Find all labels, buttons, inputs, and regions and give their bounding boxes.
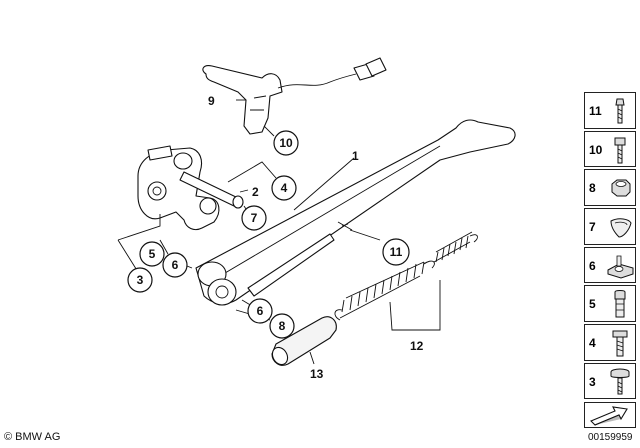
- legend-item-3[interactable]: 3: [584, 362, 636, 400]
- svg-text:10: 10: [279, 136, 293, 150]
- legend-item-4[interactable]: 4: [584, 324, 636, 361]
- screw-icon: [615, 98, 625, 124]
- callout-8[interactable]: 8: [269, 313, 295, 339]
- svg-text:11: 11: [390, 245, 403, 259]
- side-stand: [195, 119, 516, 306]
- parts-diagram: 9 10 1 2 4 7 5 6 3 11 6 8 12: [117, 57, 516, 381]
- side-stand-switch: [202, 57, 387, 135]
- arrow-icon: [590, 405, 628, 426]
- sleeve: [271, 316, 337, 366]
- legend-item-10[interactable]: 10: [584, 130, 636, 168]
- legend-item-11[interactable]: 11: [584, 92, 636, 129]
- fillister-screw-icon: [610, 368, 630, 395]
- callout-10[interactable]: 10: [273, 130, 299, 156]
- legend-number: 6: [589, 258, 596, 273]
- nut-icon: [611, 179, 631, 197]
- callout-6-lower[interactable]: 6: [247, 298, 273, 324]
- svg-text:3: 3: [137, 273, 144, 287]
- svg-text:13: 13: [310, 367, 324, 381]
- copyright-text: © BMW AG: [4, 431, 61, 443]
- callout-4[interactable]: 4: [271, 175, 297, 201]
- legend-item-8[interactable]: 8: [584, 169, 636, 206]
- document-number: 00159959: [588, 432, 633, 443]
- callout-9[interactable]: 9: [208, 94, 215, 108]
- legend-number: 7: [589, 220, 596, 235]
- cotter-pin-icon: [610, 218, 632, 238]
- return-springs: [334, 231, 478, 321]
- bolt-icon: [614, 137, 626, 164]
- legend-arrow-box[interactable]: [584, 401, 636, 428]
- callout-13[interactable]: 13: [310, 367, 324, 381]
- callout-1[interactable]: 1: [352, 149, 359, 163]
- callout-6-upper[interactable]: 6: [162, 252, 188, 278]
- legend-number: 5: [589, 297, 596, 312]
- svg-text:2: 2: [252, 185, 259, 199]
- callout-11[interactable]: 11: [382, 238, 410, 266]
- fastener-legend: 11 10 8 7 6: [584, 92, 636, 430]
- stud-bolt-icon: [614, 290, 626, 318]
- svg-text:7: 7: [251, 211, 258, 225]
- callout-12[interactable]: 12: [410, 339, 424, 353]
- pivot-bracket: [137, 145, 244, 231]
- svg-text:6: 6: [172, 258, 179, 272]
- legend-number: 3: [589, 374, 596, 389]
- callout-2[interactable]: 2: [252, 185, 259, 199]
- svg-text:12: 12: [410, 339, 424, 353]
- hex-bolt-icon: [612, 330, 628, 357]
- svg-text:1: 1: [352, 149, 359, 163]
- legend-item-7[interactable]: 7: [584, 208, 636, 245]
- svg-text:5: 5: [149, 247, 156, 261]
- callout-7[interactable]: 7: [241, 205, 267, 231]
- callout-5[interactable]: 5: [139, 241, 165, 267]
- legend-number: 11: [589, 104, 602, 118]
- legend-number: 10: [589, 142, 603, 157]
- legend-item-5[interactable]: 5: [584, 285, 636, 322]
- legend-number: 4: [589, 336, 596, 351]
- spring-plate-icon: [607, 255, 634, 279]
- svg-text:9: 9: [208, 94, 215, 108]
- legend-number: 8: [589, 181, 596, 196]
- callout-3[interactable]: 3: [127, 267, 153, 293]
- svg-text:6: 6: [257, 304, 264, 318]
- svg-text:4: 4: [281, 181, 288, 195]
- svg-text:8: 8: [279, 319, 286, 333]
- legend-item-6[interactable]: 6: [584, 246, 636, 284]
